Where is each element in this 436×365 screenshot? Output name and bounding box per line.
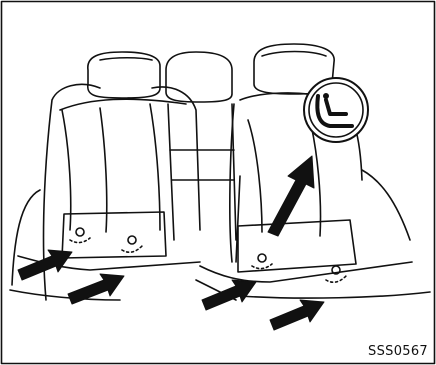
center-headrest [166,52,232,102]
isofix-child-seat-icon [304,78,368,142]
right-anchor-ring-1 [258,254,266,262]
right-cushion [200,262,412,282]
center-seatback [168,104,236,240]
center-seat [166,52,236,240]
arrow-to-icon [268,156,314,236]
figure-code: SSS0567 [368,344,428,359]
left-anchor-ring-2 [128,236,136,244]
right-anchor-panel [238,220,356,272]
left-anchor-ring-1 [76,228,84,236]
right-seat-side [362,170,410,240]
arrow-right-1 [202,280,256,310]
arrow-right-2 [270,300,324,330]
